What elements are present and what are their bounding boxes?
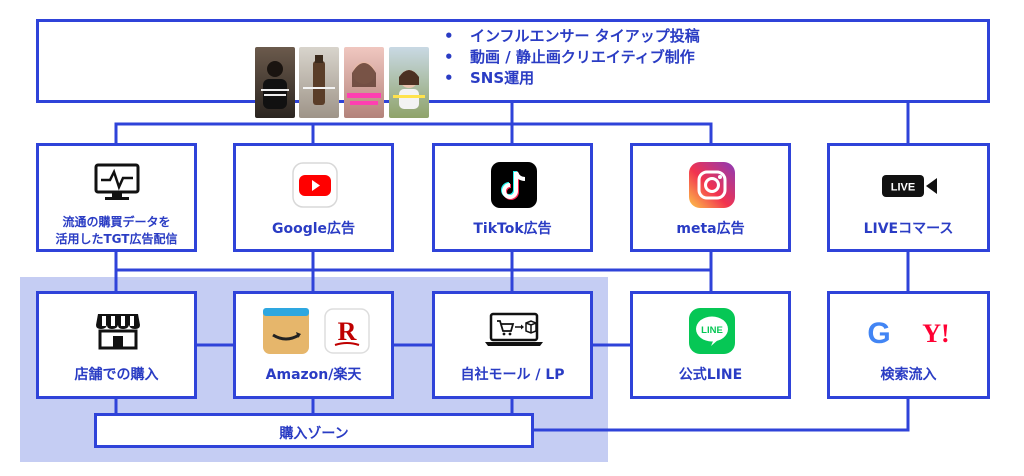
- ad-label-google: Google広告: [271, 221, 356, 237]
- channel-box-search: G Y! 検索流入: [827, 291, 990, 399]
- live-camera-icon: LIVE: [882, 175, 937, 197]
- yahoo-glyph: Y!: [922, 319, 949, 348]
- google-g-icon: G: [867, 317, 890, 350]
- influencer-bullet-list: •インフルエンサー タイアップ投稿 •動画 / 静止画クリエイティブ制作 •SN…: [444, 26, 700, 89]
- purchase-zone-box: 購入ゾーン: [94, 413, 534, 448]
- channel-label-search: 検索流入: [880, 367, 937, 383]
- thumbnail-4: [389, 47, 429, 118]
- ad-label-live: LIVEコマース: [863, 221, 954, 237]
- ad-box-tgt: 流通の購買データを 活用したTGT広告配信: [36, 143, 197, 252]
- channel-label-ec: Amazon/楽天: [265, 367, 362, 383]
- channel-label-line: 公式LINE: [678, 367, 743, 383]
- rakuten-glyph: R: [338, 317, 357, 346]
- channel-box-line: LINE 公式LINE: [630, 291, 791, 399]
- storefront-icon: [96, 314, 140, 350]
- line-icon: LINE: [689, 308, 735, 354]
- channel-box-ec: R Amazon/楽天: [233, 291, 394, 399]
- ad-label-meta: meta広告: [676, 221, 745, 237]
- ad-label-tiktok: TikTok広告: [473, 221, 552, 237]
- ad-box-meta: meta広告: [630, 143, 791, 252]
- live-badge-text: LIVE: [891, 182, 915, 194]
- yahoo-icon: Y!: [922, 319, 949, 348]
- thumbnail-3: [344, 47, 384, 118]
- thumbnail-2: [299, 47, 339, 118]
- influencer-box: [36, 19, 990, 118]
- youtube-icon: [292, 162, 338, 208]
- ad-box-google: Google広告: [233, 143, 394, 252]
- channel-box-store: 店舗での購入: [36, 291, 197, 399]
- channel-label-own: 自社モール / LP: [460, 367, 565, 383]
- google-glyph: G: [867, 317, 890, 350]
- ad-label-tgt-line2: 活用したTGT広告配信: [55, 232, 178, 246]
- instagram-icon: [689, 162, 735, 208]
- ad-box-live: LIVE LIVEコマース: [827, 143, 990, 252]
- thumbnail-1: [255, 47, 295, 118]
- ad-box-tiktok: TikTok広告: [432, 143, 593, 252]
- purchase-zone-label: 購入ゾーン: [279, 426, 349, 442]
- tiktok-icon: [491, 162, 537, 208]
- rakuten-icon: R: [324, 308, 370, 354]
- laptop-cart-icon: [485, 312, 543, 346]
- bullet-item: •動画 / 静止画クリエイティブ制作: [444, 48, 695, 66]
- ad-label-tgt-line1: 流通の購買データを: [62, 215, 171, 229]
- channel-label-store: 店舗での購入: [74, 367, 159, 383]
- channel-box-own: 自社モール / LP: [432, 291, 593, 399]
- bullet-item: •SNS運用: [444, 69, 535, 87]
- line-badge-text: LINE: [701, 325, 723, 336]
- amazon-icon: [263, 308, 309, 354]
- bullet-item: •インフルエンサー タイアップ投稿: [444, 27, 700, 45]
- monitor-pulse-icon: [94, 163, 140, 200]
